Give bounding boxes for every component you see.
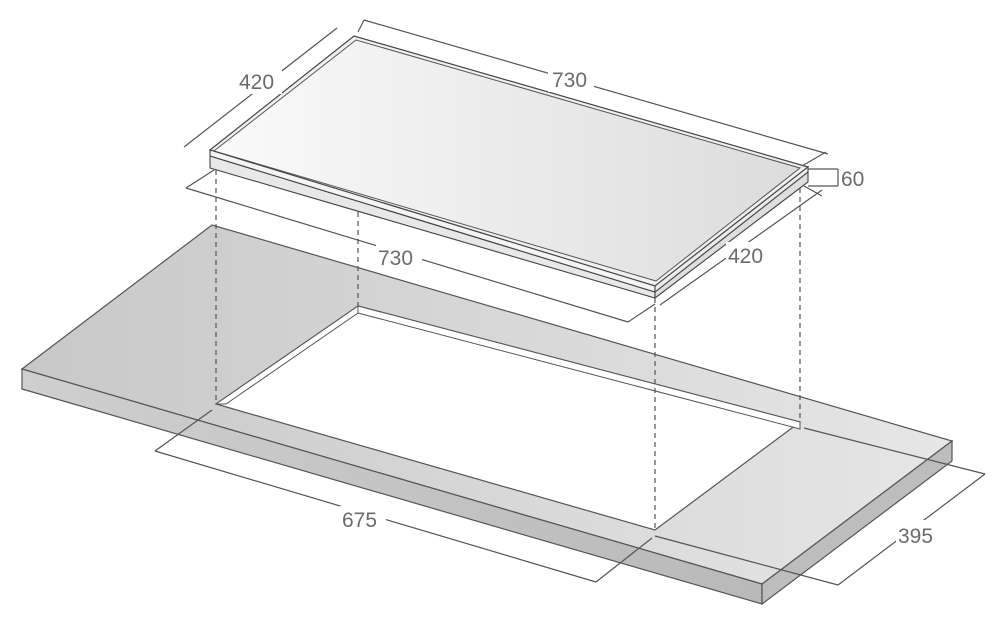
countertop <box>20 224 954 606</box>
projection-lines <box>215 170 801 530</box>
cutout-left-wall <box>214 305 359 405</box>
label-top-width: 730 <box>552 69 587 92</box>
label-height: 60 <box>841 168 864 191</box>
dimension-top-depth: 420 <box>236 68 282 94</box>
dimension-height: 60 <box>808 168 864 191</box>
dimension-cutout-depth: 395 <box>654 427 986 586</box>
cutout-back-wall <box>357 305 801 430</box>
dimension-base-width: 730 <box>185 169 656 323</box>
label-cutout-width: 675 <box>342 509 377 532</box>
label-base-width: 730 <box>378 247 413 270</box>
label-base-depth: 420 <box>728 245 763 268</box>
hob <box>208 35 810 300</box>
dimension-base-depth: 420 <box>659 185 823 306</box>
hob-frame-right-edge <box>654 165 809 294</box>
label-top-depth: 420 <box>239 71 274 94</box>
countertop-right-edge <box>761 439 953 606</box>
countertop-front-edge <box>21 368 763 605</box>
hob-glass-top <box>212 39 802 282</box>
dimension-cutout-width: 675 <box>154 409 653 583</box>
label-cutout-depth: 395 <box>898 525 933 548</box>
